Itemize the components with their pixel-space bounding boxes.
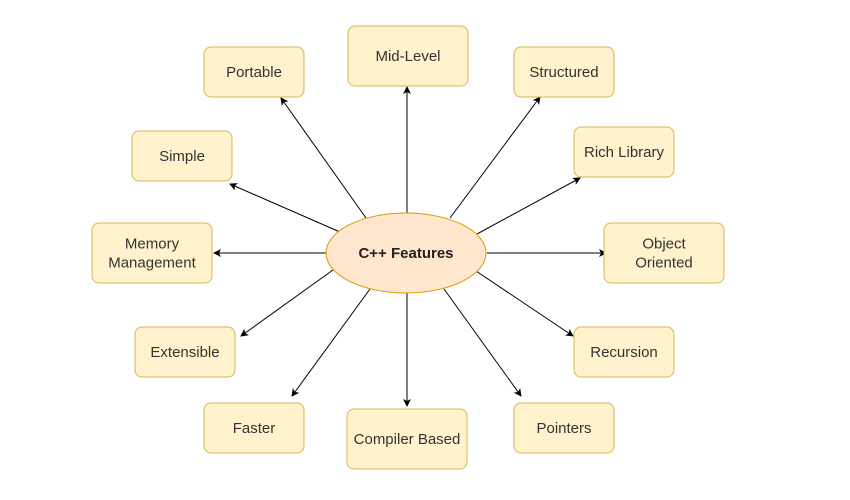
feature-node-compiler-based: Compiler Based (346, 408, 468, 470)
arrow-to-structured (449, 96, 541, 219)
feature-node-rich-library: Rich Library (573, 126, 675, 178)
feature-box (603, 222, 725, 284)
feature-box (347, 25, 469, 87)
arrow-to-pointers (443, 288, 522, 397)
center-label: C++ Features (358, 245, 453, 262)
feature-label: Management (108, 255, 196, 272)
feature-box (203, 402, 305, 454)
arrow-to-extensible (240, 269, 334, 337)
feature-box (513, 402, 615, 454)
feature-node-pointers: Pointers (513, 402, 615, 454)
arrow-to-simple (229, 183, 341, 233)
feature-label: Object (642, 236, 686, 253)
feature-label: Memory (125, 236, 180, 253)
feature-node-portable: Portable (203, 46, 305, 98)
feature-node-structured: Structured (513, 46, 615, 98)
feature-box (346, 408, 468, 470)
feature-box (91, 222, 213, 284)
feature-node-recursion: Recursion (573, 326, 675, 378)
center-node: C++ Features (325, 212, 487, 294)
feature-label: Faster (233, 420, 276, 437)
feature-node-faster: Faster (203, 402, 305, 454)
feature-label: Structured (529, 64, 598, 81)
arrow-to-faster (291, 288, 371, 397)
feature-box (131, 130, 233, 182)
center-ellipse (325, 212, 487, 294)
arrow-to-rich-library (476, 177, 581, 235)
feature-label: Mid-Level (375, 48, 440, 65)
arrow-to-recursion (475, 270, 574, 337)
feature-node-mid-level: Mid-Level (347, 25, 469, 87)
feature-box (573, 326, 675, 378)
feature-label: Rich Library (584, 144, 665, 161)
feature-box (573, 126, 675, 178)
edges (213, 86, 607, 407)
feature-box (134, 326, 236, 378)
feature-label: Recursion (590, 344, 658, 361)
feature-label: Portable (226, 64, 282, 81)
feature-box (203, 46, 305, 98)
feature-label: Simple (159, 148, 205, 165)
feature-label: Oriented (635, 255, 693, 272)
feature-label: Extensible (150, 344, 219, 361)
feature-box (513, 46, 615, 98)
feature-label: Pointers (536, 420, 591, 437)
feature-label: Compiler Based (354, 431, 461, 448)
feature-node-simple: Simple (131, 130, 233, 182)
arrow-to-portable (280, 97, 367, 219)
feature-node-extensible: Extensible (134, 326, 236, 378)
